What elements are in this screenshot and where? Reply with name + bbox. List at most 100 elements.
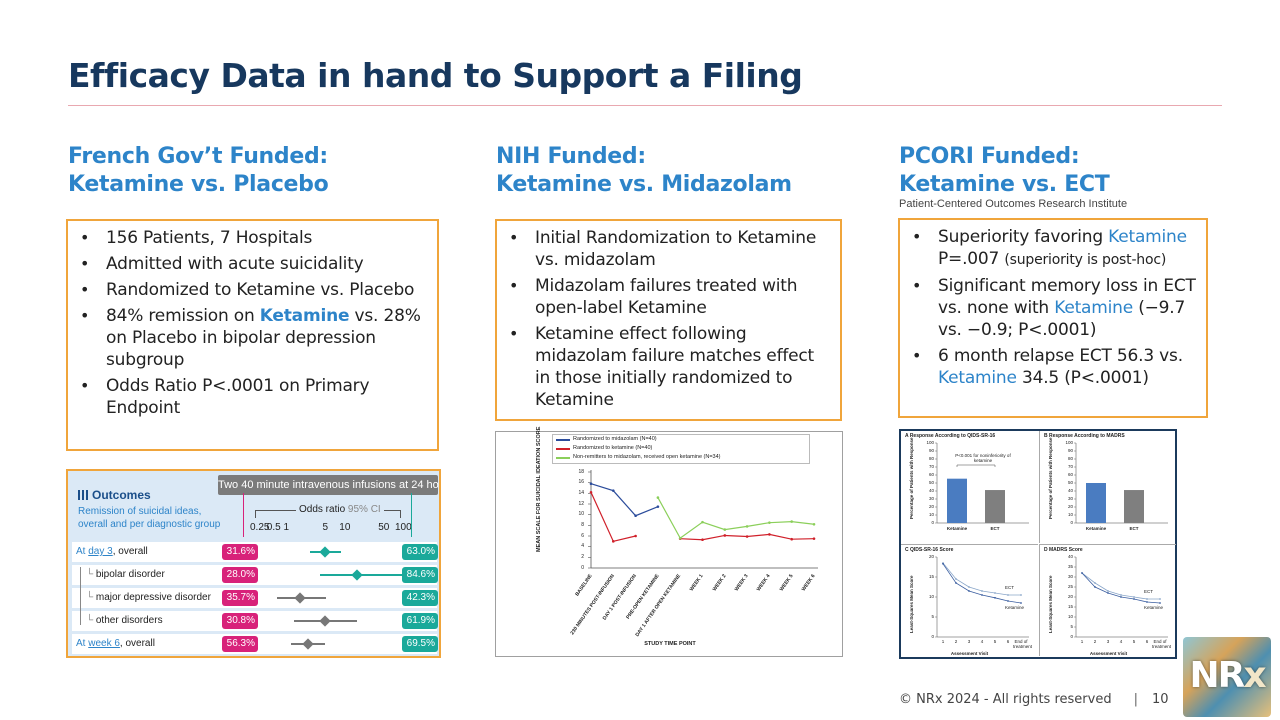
legend-swatch — [556, 439, 570, 441]
x-axis-label: Assessment Visit — [950, 651, 989, 656]
tree-branch: └ — [86, 592, 96, 603]
data-point — [1020, 602, 1022, 604]
series-line — [657, 497, 815, 540]
x-tick-label: 5 — [1132, 639, 1136, 644]
y-tick-label: 80 — [928, 456, 934, 461]
y-tick-label: 40 — [928, 488, 934, 493]
x-tick-label: 1 — [941, 639, 945, 644]
row-label: At day 3, overall — [76, 542, 148, 562]
logo-x: x — [1243, 655, 1266, 696]
data-point — [968, 590, 970, 592]
page-number: 10 — [1151, 692, 1169, 707]
y-tick-label: 40 — [1067, 488, 1073, 493]
y-axis-label: Least-Squares Mean Score — [909, 575, 914, 633]
bar — [985, 490, 1005, 523]
footer-separator: | — [1133, 692, 1138, 707]
bullet-item: Superiority favoring Ketamine P=.007 (su… — [906, 226, 1198, 271]
series-line — [680, 533, 815, 541]
series-line — [942, 563, 1022, 604]
nrx-logo: NRx — [1183, 637, 1271, 717]
panel-plot — [1074, 556, 1168, 638]
infusion-banner: Two 40 minute intravenous infusions at 2… — [218, 475, 439, 495]
tree-branch: └ — [86, 569, 96, 580]
data-point — [1146, 601, 1148, 603]
y-tick-label: 5 — [1070, 624, 1073, 629]
y-tick-label: 4 — [581, 543, 584, 550]
y-tick-label: 0 — [931, 634, 934, 639]
panel-plot — [935, 556, 1029, 638]
y-tick-label: 10 — [1067, 512, 1073, 517]
bullet-item: 84% remission on Ketamine vs. 28% on Pla… — [74, 305, 429, 371]
outcomes-subtitle: Remission of suicidal ideas, overall and… — [78, 505, 220, 531]
panel-plot — [1074, 442, 1168, 524]
y-tick-label: 50 — [1067, 480, 1073, 485]
bullet-item: Odds Ratio P<.0001 on Primary Endpoint — [74, 375, 429, 419]
x-tick-label: 2 — [954, 639, 958, 644]
bar — [1086, 483, 1106, 523]
bullet-note: (superiority is post-hoc) — [1004, 252, 1167, 268]
heading-line-1: NIH Funded: — [496, 144, 646, 169]
y-tick-label: 15 — [928, 574, 934, 579]
x-tick-label: 6 — [1006, 639, 1010, 644]
y-tick-label: 0 — [1070, 634, 1073, 639]
y-tick-label: 18 — [578, 468, 584, 475]
x-tick-label: 5 — [993, 639, 997, 644]
legend-entry: Randomized to ketamine (N=40) — [553, 444, 809, 453]
y-tick-label: 80 — [1067, 456, 1073, 461]
bar — [947, 478, 967, 523]
data-point — [1120, 594, 1122, 596]
row-label-part: At — [76, 546, 89, 557]
data-point — [1159, 598, 1161, 600]
row-label: └ other disorders — [86, 611, 163, 631]
series-label: Ketamine — [1144, 605, 1164, 610]
ketamine-remission-badge: 61.9% — [402, 613, 438, 629]
panel-title: C QIDS-SR-16 Score — [905, 547, 954, 553]
odds-ratio-tick: 0.25 — [250, 522, 270, 533]
y-tick-label: 10 — [1067, 614, 1073, 619]
y-tick-label: 6 — [581, 532, 584, 539]
x-tick-label: 1 — [1080, 639, 1084, 644]
series-line — [590, 492, 636, 543]
data-point — [994, 596, 996, 599]
data-point — [1159, 602, 1161, 604]
title-divider — [68, 105, 1222, 106]
subgroup-tree-line — [80, 567, 81, 625]
y-tick-label: 30 — [928, 496, 934, 501]
y-tick-label: 12 — [578, 500, 584, 507]
footer: © NRx 2024 - All rights reserved|10 — [899, 692, 1169, 707]
y-tick-label: 0 — [1070, 520, 1073, 525]
data-point — [1094, 582, 1096, 584]
data-point — [1133, 598, 1135, 600]
odds-ratio-tick: 100 — [395, 522, 412, 533]
pcori-subtitle: Patient-Centered Outcomes Research Insti… — [899, 198, 1128, 210]
placebo-remission-badge: 35.7% — [222, 590, 258, 606]
data-point — [942, 562, 944, 565]
row-label-part: At — [76, 638, 89, 649]
logo-text: NRx — [1183, 655, 1271, 696]
or-ci-text: 95% CI — [347, 504, 381, 515]
data-point — [981, 590, 983, 592]
y-tick-label: 25 — [1067, 584, 1073, 589]
subtitle-line: Remission of suicidal ideas, — [78, 506, 202, 517]
y-tick-label: 10 — [928, 594, 934, 599]
y-axis-label: Percentage of Patients with Response — [909, 437, 914, 519]
legend-entry: Non-remitters to midazolam, received ope… — [553, 453, 809, 462]
chart-legend: Randomized to midazolam (N=40)Randomized… — [552, 434, 810, 464]
y-tick-label: 70 — [1067, 464, 1073, 469]
y-tick-label: 90 — [928, 448, 934, 453]
y-tick-label: 0 — [581, 564, 584, 571]
page-title: Efficacy Data in hand to Support a Filin… — [68, 56, 803, 95]
ketamine-highlight: Ketamine — [1054, 298, 1133, 318]
row-label: └ bipolar disorder — [86, 565, 165, 585]
x-tick-label: Ketamine — [1085, 526, 1107, 531]
bullet-item: Admitted with acute suicidality — [74, 253, 429, 275]
bullet-text: Superiority favoring — [938, 227, 1109, 247]
data-point — [812, 537, 816, 540]
data-point — [968, 586, 970, 588]
ketamine-remission-badge: 84.6% — [402, 567, 438, 583]
